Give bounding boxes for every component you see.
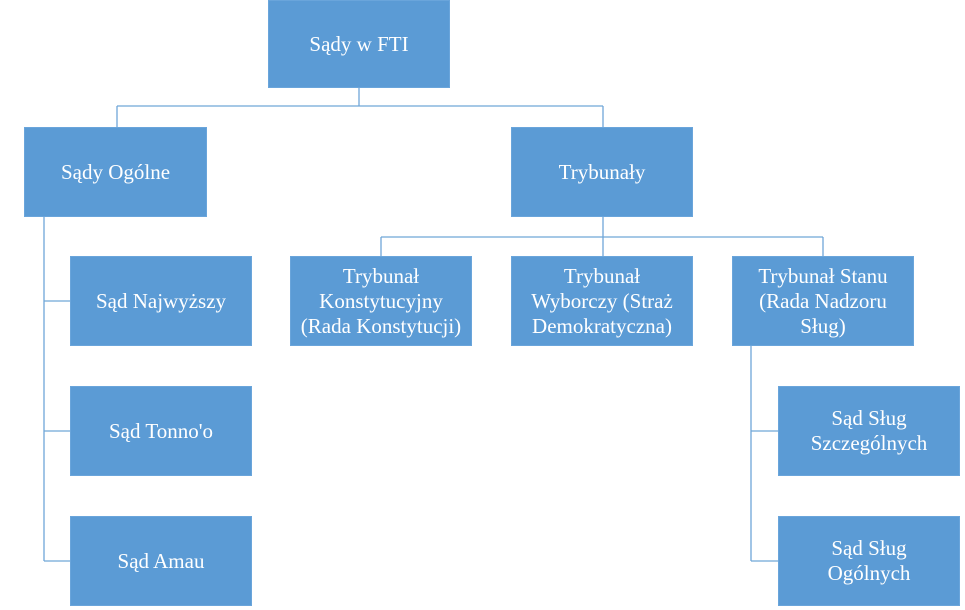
node-general-courts-label: Sądy Ogólne <box>60 159 171 184</box>
node-special-servants-line-1: Sąd Sług <box>831 406 907 430</box>
node-electoral-tribunal: Trybunał Wyborczy (Straż Demokratyczna) <box>511 256 693 346</box>
node-constitutional-line-2: Konstytucyjny <box>319 288 443 313</box>
node-tonnoo-court: Sąd Tonno'o <box>70 386 252 476</box>
node-electoral-line-2: Wyborczy (Straż <box>531 288 673 313</box>
node-electoral-line-3: Demokratyczna) <box>532 313 672 338</box>
node-state-tribunal-line-1: Trybunał Stanu <box>758 263 888 288</box>
node-constitutional-line-3: (Rada Konstytucji) <box>300 313 462 338</box>
node-tribunals-label: Trybunały <box>558 159 646 184</box>
node-state-tribunal: Trybunał Stanu (Rada Nadzoru Sług) <box>732 256 914 346</box>
node-general-servants-line-2: Ogólnych <box>827 561 911 585</box>
node-electoral-line-1: Trybunał <box>563 263 641 288</box>
node-general-servants-line-1: Sąd Sług <box>831 536 907 560</box>
node-supreme-court: Sąd Najwyższy <box>70 256 252 346</box>
node-constitutional-line-1: Trybunał <box>342 263 420 288</box>
node-general-courts: Sądy Ogólne <box>24 127 207 217</box>
node-constitutional-tribunal: Trybunał Konstytucyjny (Rada Konstytucji… <box>290 256 472 346</box>
node-special-servants-court: Sąd Sług Szczególnych <box>778 386 960 476</box>
node-special-servants-line-2: Szczególnych <box>810 431 928 455</box>
node-root-label: Sądy w FTI <box>309 31 409 56</box>
node-tonnoo-court-label: Sąd Tonno'o <box>108 418 213 443</box>
node-state-tribunal-line-2: (Rada Nadzoru <box>759 288 887 313</box>
node-root: Sądy w FTI <box>268 0 450 88</box>
node-tribunals: Trybunały <box>511 127 693 217</box>
node-amau-court: Sąd Amau <box>70 516 252 606</box>
node-state-tribunal-line-3: Sług) <box>800 313 846 338</box>
node-general-servants-court: Sąd Sług Ogólnych <box>778 516 960 606</box>
node-amau-court-label: Sąd Amau <box>117 548 205 573</box>
node-supreme-court-label: Sąd Najwyższy <box>95 288 227 313</box>
